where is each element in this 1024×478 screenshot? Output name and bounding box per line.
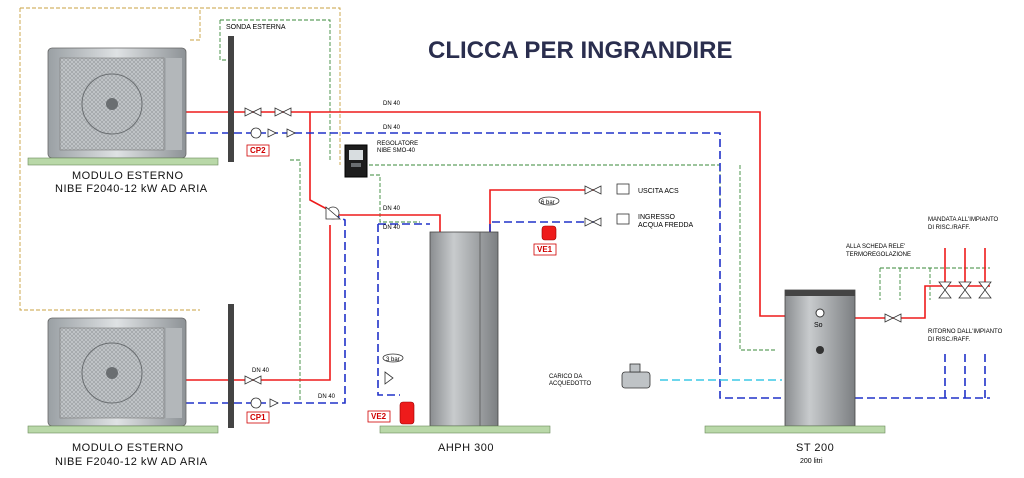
svg-text:CP1: CP1 bbox=[250, 413, 266, 422]
expansion-vessel-ve1[interactable]: VE1 bbox=[533, 196, 560, 256]
tank-st200-label: ST 200 bbox=[796, 442, 834, 454]
pump-cp2[interactable]: CP2 bbox=[246, 144, 270, 157]
heating-supply-label-2: DI RISC./RAFF. bbox=[928, 225, 970, 231]
valve-group-top bbox=[244, 107, 342, 220]
heating-supply-label-1: MANDATA ALL'IMPIANTO bbox=[928, 217, 998, 223]
mains-filter bbox=[621, 363, 651, 389]
regulator-label: REGOLATORE bbox=[377, 141, 418, 147]
dn40-label-5: DN 40 bbox=[252, 368, 270, 374]
dhw-fittings bbox=[584, 183, 630, 227]
outdoor-unit-bottom-model: NIBE F2040-12 kW AD ARIA bbox=[55, 456, 208, 468]
dhw-inlet-label-1: INGRESSO bbox=[638, 214, 676, 221]
dn40-label-4: DN 40 bbox=[383, 225, 401, 231]
outdoor-unit-bottom bbox=[27, 317, 219, 434]
page-title[interactable]: CLICCA PER INGRANDIRE bbox=[428, 37, 732, 64]
valve-group-bottom bbox=[244, 371, 394, 409]
relay-board-label-2: TERMOREGOLAZIONE bbox=[846, 252, 911, 258]
tank-ahph bbox=[379, 231, 551, 434]
svg-text:VE1: VE1 bbox=[537, 245, 553, 254]
relay-board-label-1: ALLA SCHEDA RELE' bbox=[846, 244, 905, 250]
outdoor-unit-bottom-name: MODULO ESTERNO bbox=[72, 442, 184, 454]
pump-cp1[interactable]: CP1 bbox=[246, 411, 270, 424]
outdoor-sensor-label: SONDA ESTERNA bbox=[226, 24, 286, 31]
outdoor-unit-top-name: MODULO ESTERNO bbox=[72, 170, 184, 182]
outdoor-unit-top-model: NIBE F2040-12 kW AD ARIA bbox=[55, 183, 208, 195]
regulator[interactable] bbox=[344, 144, 368, 178]
dhw-inlet-label-2: ACQUA FREDDA bbox=[638, 222, 694, 229]
wall-bottom bbox=[228, 304, 234, 428]
heating-return-label-2: DI RISC./RAFF. bbox=[928, 337, 970, 343]
dn40-label-2: DN 40 bbox=[383, 125, 401, 131]
dn40-label-1: DN 40 bbox=[383, 101, 401, 107]
heating-return-label-1: RITORNO DALL'IMPIANTO bbox=[928, 329, 1003, 335]
expansion-vessel-ve2[interactable]: VE2 bbox=[367, 353, 415, 425]
tank-st200-port-label: So bbox=[814, 322, 823, 329]
tank-ahph-label: AHPH 300 bbox=[438, 442, 494, 454]
svg-text:VE2: VE2 bbox=[371, 412, 387, 421]
cold-pipes bbox=[186, 132, 990, 404]
tank-st200-sublabel: 200 litri bbox=[800, 458, 823, 465]
wall-top bbox=[228, 36, 234, 162]
mains-label-1: CARICO DA bbox=[549, 374, 582, 380]
ve1-pressure: 6 bar bbox=[541, 200, 555, 206]
svg-text:CP2: CP2 bbox=[250, 146, 266, 155]
dn40-label-3: DN 40 bbox=[383, 206, 401, 212]
outdoor-unit-top bbox=[27, 47, 219, 166]
mains-label-2: ACQUEDOTTO bbox=[549, 381, 592, 387]
ve2-pressure: 3 bar bbox=[386, 357, 400, 363]
dhw-outlet-label: USCITA ACS bbox=[638, 188, 679, 195]
regulator-model: NIBE SMO-40 bbox=[377, 148, 416, 154]
dn40-label-6: DN 40 bbox=[318, 394, 336, 400]
heating-mixing-valves bbox=[884, 281, 992, 323]
tank-st200 bbox=[704, 289, 886, 434]
